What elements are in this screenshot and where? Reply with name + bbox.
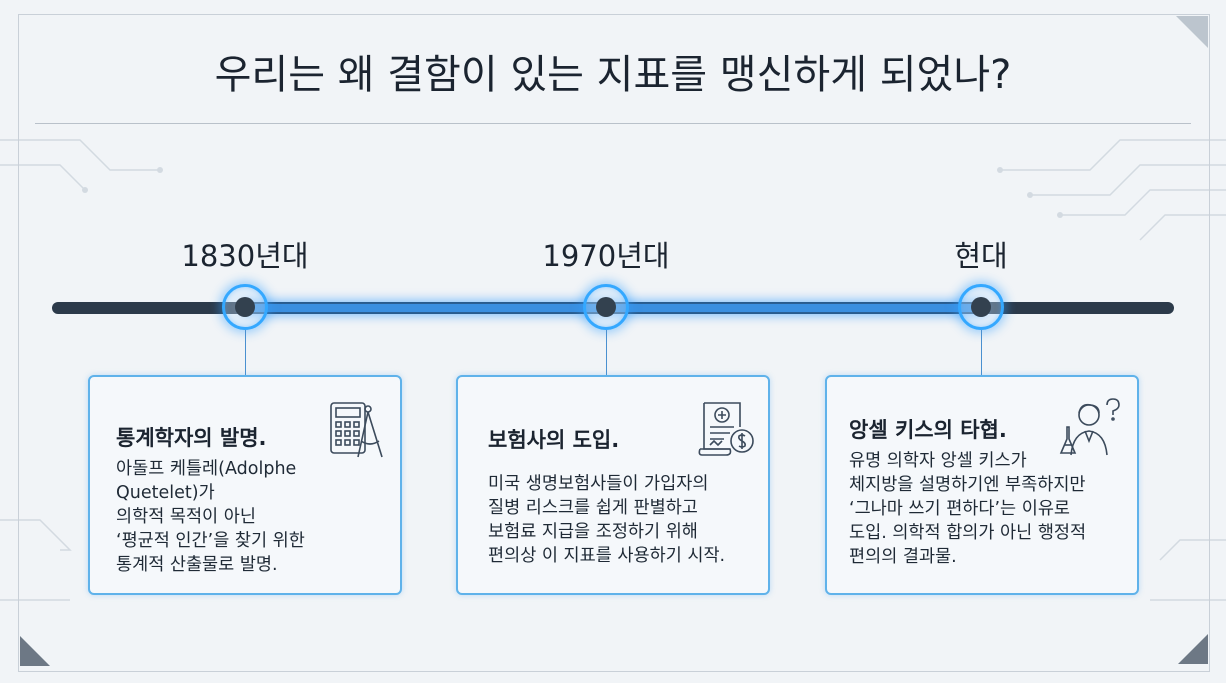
card-heading: 보험사의 도입. bbox=[488, 428, 620, 452]
node-connector bbox=[606, 330, 607, 376]
title-divider bbox=[35, 123, 1191, 124]
node-connector bbox=[245, 330, 246, 376]
timeline-node-1830s bbox=[222, 284, 268, 330]
era-label-1830s: 1830년대 bbox=[181, 239, 309, 273]
era-label-modern: 현대 bbox=[954, 239, 1008, 273]
node-connector bbox=[981, 330, 982, 376]
calculator-compass-icon bbox=[330, 402, 383, 458]
timeline-node-1970s bbox=[583, 284, 629, 330]
card-body: 미국 생명보험사들이 가입자의 질병 리스크를 쉽게 판별하고 보험료 지급을 … bbox=[488, 474, 726, 566]
corner-accent-icon bbox=[20, 636, 50, 666]
timeline-node-modern bbox=[958, 284, 1004, 330]
card-heading: 앙셀 키스의 타협. bbox=[849, 418, 1007, 442]
insurance-document-icon bbox=[698, 402, 754, 456]
slide-frame bbox=[18, 14, 1210, 672]
card-1830s: 통계학자의 발명. 아돌프 케틀레(Adolphe Quetelet)가 의학적… bbox=[88, 375, 402, 595]
corner-accent-icon bbox=[1176, 16, 1208, 48]
card-heading: 통계학자의 발명. bbox=[116, 426, 267, 450]
card-1970s: 보험사의 도입. 미국 생명보험사들이 가입자의 질병 리스크를 쉽게 판별하고… bbox=[456, 375, 770, 595]
card-body: 유명 의학자 앙셀 키스가 체지방을 설명하기엔 부족하지만 ‘그나마 쓰기 편… bbox=[849, 451, 1087, 567]
scientist-question-icon bbox=[1059, 398, 1120, 456]
page-title: 우리는 왜 결함이 있는 지표를 맹신하게 되었나? bbox=[214, 52, 1012, 98]
card-body: 아돌프 케틀레(Adolphe Quetelet)가 의학적 목적이 아닌 ‘평… bbox=[116, 459, 305, 575]
card-modern: 앙셀 키스의 타협. 유명 의학자 앙셀 키스가 체지방을 설명하기엔 부족하지… bbox=[825, 375, 1139, 595]
corner-accent-icon bbox=[1178, 634, 1208, 664]
era-label-1970s: 1970년대 bbox=[542, 239, 670, 273]
